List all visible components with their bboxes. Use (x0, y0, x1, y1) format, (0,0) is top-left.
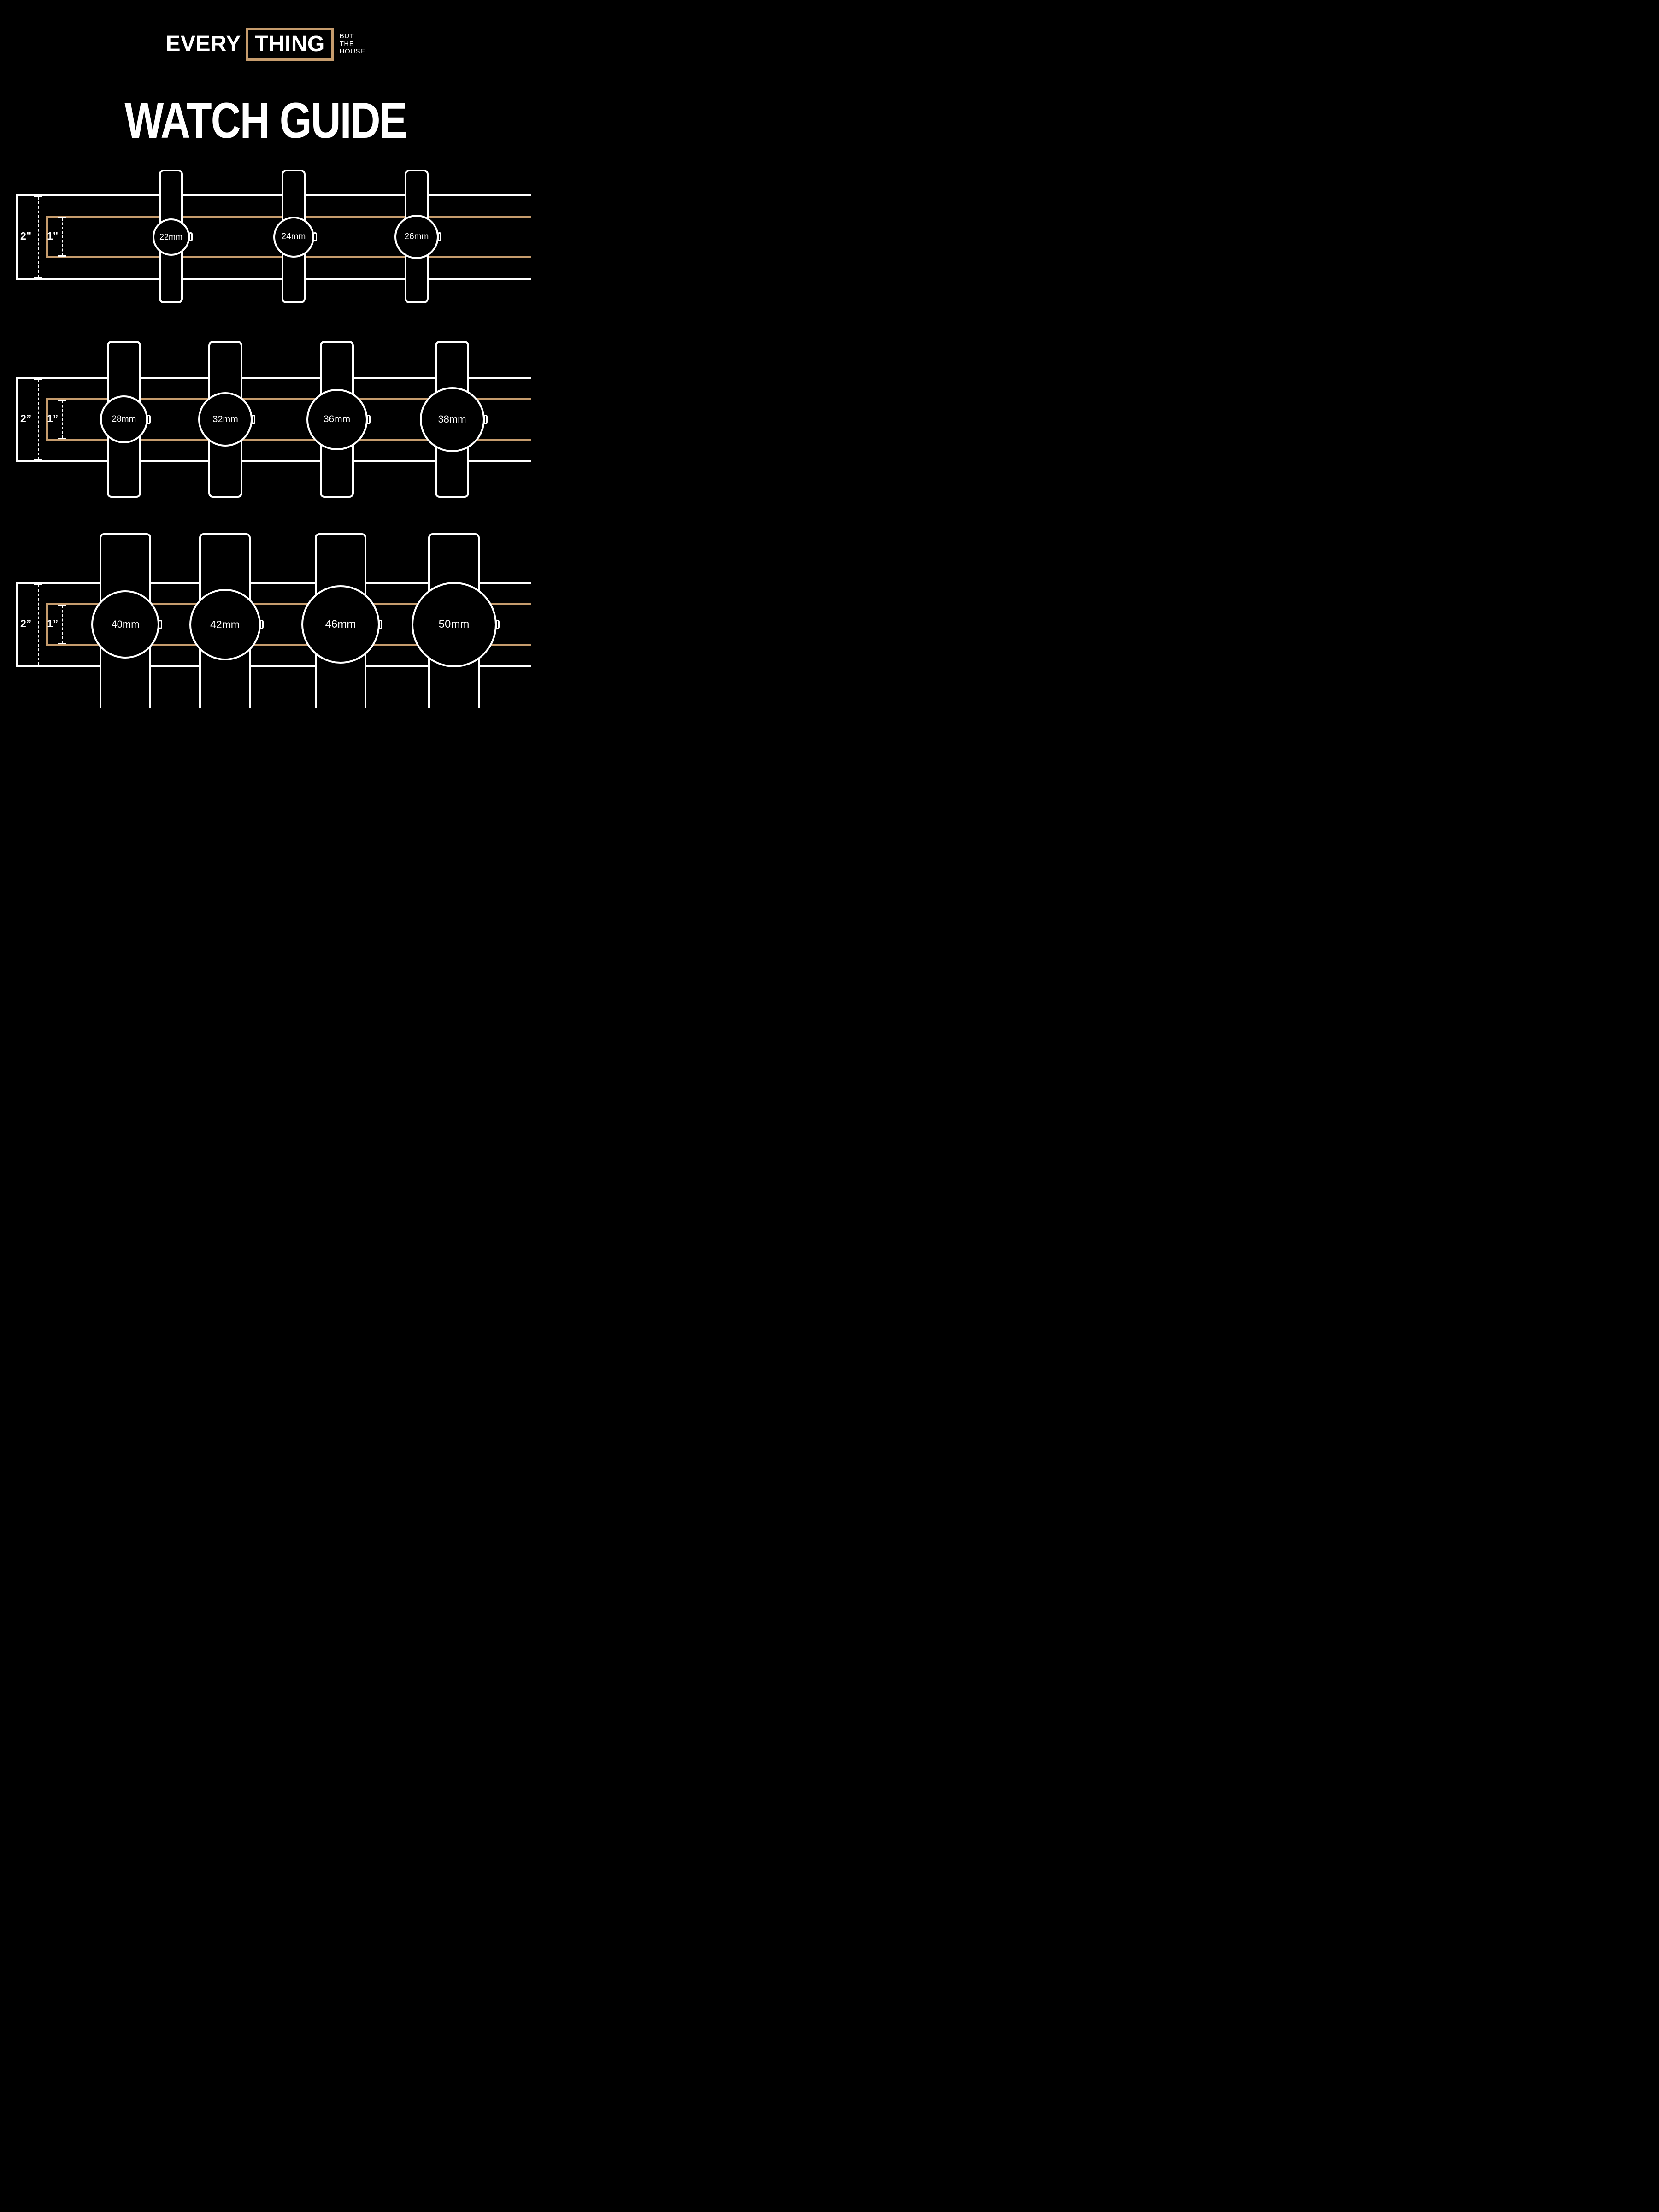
dimension-cap-top (58, 217, 66, 218)
size-band-outer-2in (16, 377, 531, 462)
size-band-outer-2in (16, 582, 531, 667)
tagline-the: THE (339, 40, 354, 48)
size-band-inner-1in (46, 398, 531, 441)
dimension-cap-top (58, 605, 66, 606)
watch-face: 38mm (419, 387, 485, 452)
watch-face: 28mm (100, 395, 148, 443)
watch-size-label: 36mm (323, 414, 351, 424)
dimension-label-1in: 1” (47, 618, 59, 629)
watch-face: 26mm (394, 215, 439, 259)
watch-face: 36mm (306, 388, 368, 450)
tagline-but: BUT (339, 32, 354, 40)
watch-face: 50mm (411, 582, 497, 667)
dimension-cap-top (34, 378, 42, 380)
watch-face: 22mm (152, 218, 190, 256)
dimension-cap-bottom (58, 255, 66, 257)
dimension-line-2in (38, 379, 39, 460)
dimension-label-2in: 2” (20, 618, 32, 629)
size-band-outer-2in (16, 194, 531, 280)
dimension-line-1in (62, 400, 63, 438)
watch-face: 42mm (189, 588, 261, 660)
watch-guide-poster: EVERY THING BUT THE HOUSE WATCH GUIDE 2”… (0, 0, 531, 708)
dimension-cap-top (34, 583, 42, 585)
dimension-label-2in: 2” (20, 230, 32, 242)
dimension-cap-bottom (58, 643, 66, 644)
dimension-cap-top (58, 400, 66, 401)
page-title: WATCH GUIDE (124, 93, 407, 149)
watch-size-label: 32mm (212, 414, 238, 424)
watch-face: 32mm (198, 392, 253, 447)
size-band-inner-1in (46, 603, 531, 646)
dimension-line-2in (38, 196, 39, 277)
watch-size-label: 24mm (281, 232, 306, 241)
logo-text-thing: THING (254, 32, 325, 56)
dimension-line-1in (62, 218, 63, 256)
dimension-label-1in: 1” (47, 412, 59, 424)
watch-size-label: 46mm (325, 618, 356, 630)
dimension-line-1in (62, 606, 63, 643)
watch-size-label: 38mm (438, 413, 466, 425)
dimension-cap-top (34, 195, 42, 197)
watch-size-label: 28mm (112, 414, 136, 424)
dimension-cap-bottom (58, 438, 66, 439)
dimension-cap-bottom (34, 664, 42, 666)
tagline-house: HOUSE (339, 47, 365, 56)
dimension-label-2in: 2” (20, 412, 32, 424)
dimension-label-1in: 1” (47, 230, 59, 242)
watch-size-label: 50mm (438, 618, 470, 630)
watch-face: 24mm (273, 216, 314, 258)
dimension-cap-bottom (34, 276, 42, 278)
watch-face: 40mm (91, 590, 159, 659)
watch-size-label: 42mm (210, 618, 240, 630)
ebth-logo: EVERY THING BUT THE HOUSE (0, 28, 531, 61)
watch-face: 46mm (301, 585, 380, 664)
dimension-cap-bottom (34, 459, 42, 461)
logo-thing-box: THING (245, 28, 334, 61)
logo-tagline: BUT THE HOUSE (339, 32, 365, 56)
watch-size-label: 22mm (159, 232, 182, 241)
dimension-line-2in (38, 584, 39, 665)
watch-size-label: 40mm (111, 618, 140, 630)
size-rows: 2” 1” 22mm 24mm 26mm 2” 1” 28mm 32mm 36mm 38mm 2” 1”… (0, 0, 531, 708)
logo-text-every: EVERY (165, 32, 241, 56)
watch-size-label: 26mm (404, 232, 429, 241)
